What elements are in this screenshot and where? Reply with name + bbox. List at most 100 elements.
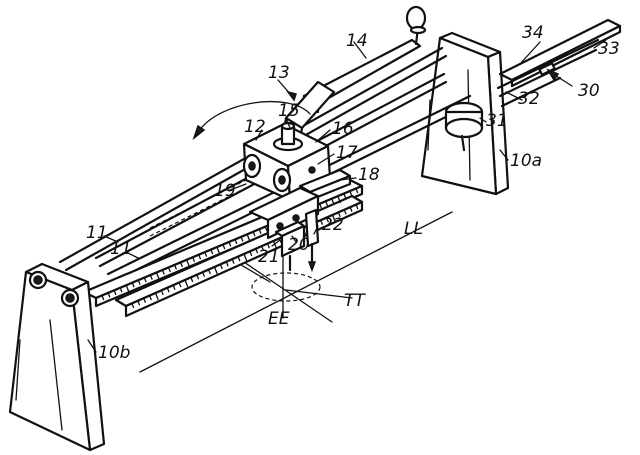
scale-tick (266, 242, 270, 249)
scale-tick (137, 300, 141, 306)
scale-tick (246, 233, 251, 242)
crank-knob (405, 5, 427, 31)
scale-tick (237, 255, 241, 262)
scale-tick (343, 192, 347, 199)
scale-tick (255, 248, 259, 254)
scale-tick (198, 254, 202, 260)
label-32: 32 (518, 89, 540, 109)
scale-tick (160, 289, 164, 296)
axis-tt-leader (285, 289, 353, 299)
scale-tick (196, 274, 200, 280)
scale-tick (207, 268, 211, 275)
scale-tick (258, 228, 262, 234)
scale-tick (319, 203, 322, 209)
scale-tick (228, 241, 232, 247)
scale-tick (148, 294, 152, 301)
scale-tick (213, 266, 218, 275)
label-13: 13 (268, 63, 290, 83)
scale-tick (149, 274, 153, 280)
scale-tick (137, 279, 141, 285)
stand-10b (8, 262, 106, 452)
scale-tick (325, 200, 328, 206)
scale-tick (249, 250, 253, 257)
label-18: 18 (358, 165, 380, 185)
label-tt: TT (344, 291, 366, 311)
scale-tick (113, 289, 117, 296)
label-22: 22 (322, 215, 344, 235)
scale-tick (243, 253, 248, 262)
scale-tick (143, 276, 147, 283)
axis-tt-upper (235, 261, 271, 283)
scale-tick (202, 271, 205, 277)
label-20: 20 (288, 235, 310, 255)
scale-tick (161, 269, 165, 275)
label-17: 17 (336, 143, 358, 163)
leader-lines (87, 39, 607, 353)
scale-tick (349, 206, 353, 212)
scale-tick (337, 195, 342, 204)
slide-18 (248, 168, 352, 240)
scale-tick (190, 276, 194, 283)
scale-tick (252, 231, 256, 237)
scale-tick (343, 209, 347, 215)
scale-tick (184, 279, 189, 288)
rotation-arrow (197, 101, 311, 133)
scale-tick (222, 243, 226, 250)
scale-tick (167, 266, 171, 273)
reference-axes (139, 211, 453, 373)
scale-tick (101, 294, 105, 301)
scale-tick (143, 297, 146, 303)
scale-tick (172, 284, 176, 290)
label-11a: 11 (86, 223, 108, 243)
label-10a: 10a (510, 151, 542, 171)
axis-tt (237, 257, 333, 323)
tool-holder (274, 208, 320, 273)
scale-tick (155, 271, 160, 280)
scale-tick (320, 219, 323, 225)
scale-tick (337, 211, 341, 218)
reference-numerals: 13 14 34 33 30 32 31 10a 12 15 16 17 18 … (86, 23, 620, 363)
hidden-lines (149, 101, 311, 237)
scale-tick (234, 238, 238, 245)
label-16: 16 (332, 119, 354, 139)
scale-tick (119, 287, 123, 293)
label-33: 33 (598, 39, 620, 59)
scale-tick (204, 251, 208, 257)
scale-tick (125, 284, 130, 293)
ellipse-ee (251, 272, 321, 302)
label-19: 19 (214, 181, 236, 201)
label-15: 15 (278, 101, 300, 121)
label-ll: LL (404, 219, 423, 239)
label-34: 34 (522, 23, 544, 43)
scale-tick (261, 245, 264, 251)
scale-tick (179, 261, 183, 268)
scale-tick (264, 226, 268, 232)
scale-tick (225, 261, 229, 267)
scale-tick (331, 198, 335, 204)
scale-tick (210, 248, 214, 255)
axis-ll (139, 211, 453, 373)
scale-tick (173, 264, 177, 270)
label-30: 30 (578, 81, 600, 101)
scale-tick (240, 236, 244, 242)
scale-tick (107, 292, 111, 298)
extension-30 (496, 18, 622, 108)
scale-tick (219, 263, 223, 270)
scale-tick (166, 287, 170, 293)
pulley-31 (444, 101, 484, 152)
scale-tick (131, 302, 135, 309)
label-31: 31 (486, 111, 508, 131)
label-12: 12 (244, 117, 266, 137)
scale-tick (131, 282, 135, 288)
scale-tick (178, 281, 182, 288)
label-14: 14 (346, 31, 368, 51)
scale-tick (355, 203, 359, 210)
scale-tick (331, 214, 336, 223)
label-11b: 11 (110, 239, 132, 259)
label-ee: EE (268, 309, 290, 329)
scale-tick (192, 256, 195, 262)
scale-tick (216, 246, 221, 255)
scale-tick (154, 292, 159, 301)
